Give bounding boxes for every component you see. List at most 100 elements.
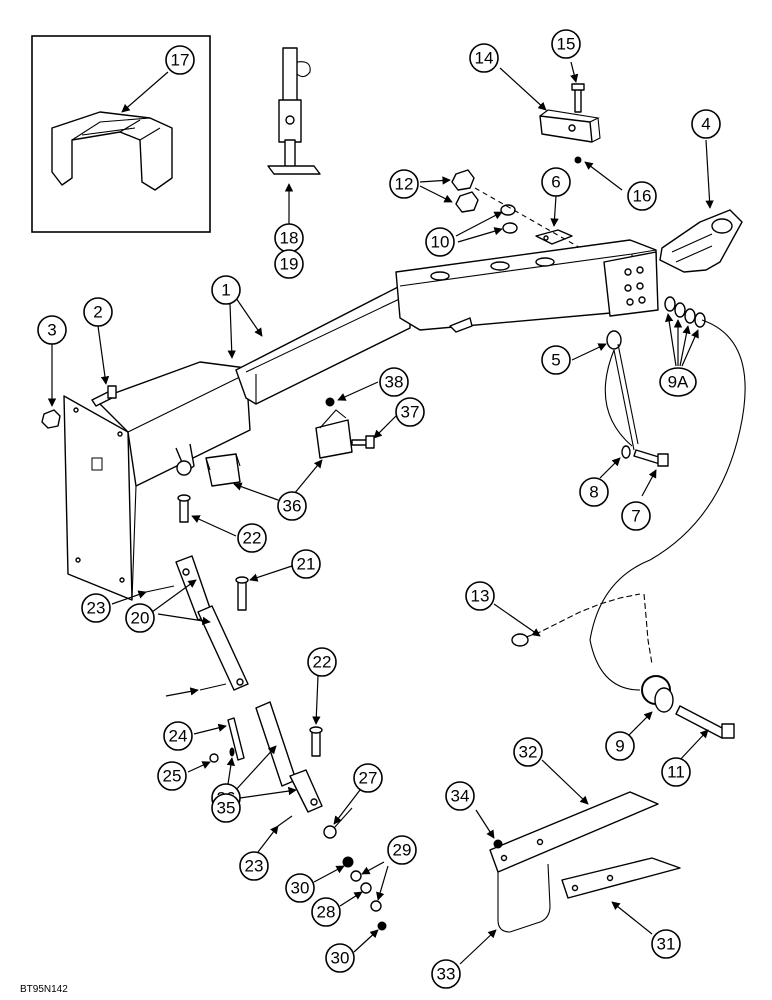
callout-3: 3 — [37, 315, 67, 345]
leader-12b — [419, 185, 453, 203]
callout-27: 27 — [353, 763, 383, 793]
callout-1: 1 — [211, 275, 241, 305]
svg-text:1: 1 — [221, 281, 230, 300]
part-3-nut — [41, 409, 61, 429]
leader-22a — [191, 515, 237, 537]
svg-text:22: 22 — [243, 529, 262, 548]
part-14-clevis — [539, 109, 601, 143]
leader-23a — [111, 590, 147, 605]
leader-9a-4 — [681, 329, 699, 367]
svg-text:21: 21 — [297, 555, 316, 574]
leader-4 — [705, 139, 714, 209]
leader-28 — [339, 891, 363, 907]
callout-30-b: 30 — [325, 943, 355, 973]
callout-33: 33 — [431, 959, 461, 989]
leader-14 — [499, 67, 547, 111]
leader-34 — [475, 809, 495, 839]
part-37-bolt — [351, 435, 375, 449]
leader-11 — [677, 729, 709, 763]
svg-text:23: 23 — [245, 857, 264, 876]
part-9-washer — [654, 687, 674, 713]
part-5-pin — [604, 330, 639, 451]
part-23-pin-b — [199, 683, 227, 691]
part-8-washer — [621, 445, 631, 459]
svg-text:20: 20 — [131, 609, 150, 628]
leader-20a — [151, 579, 197, 613]
svg-text:5: 5 — [551, 351, 560, 370]
callout-2: 2 — [83, 297, 113, 327]
leader-9 — [627, 711, 653, 737]
leader-7 — [641, 469, 657, 497]
leader-6 — [550, 195, 559, 227]
leader-17 — [121, 71, 169, 113]
svg-text:6: 6 — [551, 173, 560, 192]
callout-18: 18 — [274, 223, 304, 253]
part-33-ubolt — [497, 863, 551, 933]
leader-35b — [239, 786, 297, 799]
leader-38 — [337, 381, 379, 401]
callout-25: 25 — [157, 761, 187, 791]
chain-curve-9a — [589, 319, 746, 691]
part-7-bolt — [633, 449, 669, 467]
callout-17: 17 — [165, 45, 195, 75]
svg-text:34: 34 — [451, 787, 470, 806]
part-16-nut — [574, 156, 582, 164]
leader-15 — [570, 61, 579, 83]
svg-text:28: 28 — [317, 903, 336, 922]
svg-text:15: 15 — [557, 35, 576, 54]
svg-text:23: 23 — [87, 599, 106, 618]
callout-20: 20 — [125, 603, 155, 633]
dash-line-12 — [474, 187, 599, 259]
leader-36a — [233, 482, 279, 501]
part-30-nut-b — [377, 921, 387, 931]
callout-22-upper: 22 — [237, 523, 267, 553]
svg-text:12: 12 — [395, 175, 414, 194]
svg-text:9: 9 — [615, 737, 624, 756]
callout-34: 34 — [445, 781, 475, 811]
callout-22-lower: 22 — [307, 647, 337, 677]
leader-30a — [313, 865, 345, 883]
callout-23-c: 23 — [239, 851, 269, 881]
leader-30b — [353, 929, 379, 953]
callout-16: 16 — [627, 181, 657, 211]
leader-23b — [165, 687, 199, 697]
part-29-nut-b — [370, 900, 382, 912]
part-31-strap — [561, 857, 681, 899]
part-25-screw — [209, 753, 219, 763]
part-21-pin — [235, 576, 249, 611]
callout-11: 11 — [661, 757, 691, 787]
part-26-washer — [229, 747, 235, 757]
part-10-washers — [500, 204, 518, 234]
part-29-nut-a — [350, 870, 362, 882]
callout-19: 19 — [274, 249, 304, 279]
leader-13 — [493, 603, 541, 637]
leader-33 — [459, 929, 497, 965]
part-20-arms — [175, 555, 249, 691]
callout-21: 21 — [291, 549, 321, 579]
inset-frame — [31, 35, 211, 233]
part-22-pin-upper — [177, 494, 191, 523]
part-27-eyebolt — [323, 807, 353, 839]
svg-text:7: 7 — [631, 507, 640, 526]
leader-22b — [312, 675, 321, 725]
callout-31: 31 — [651, 929, 681, 959]
leader-24 — [193, 723, 227, 735]
callout-14: 14 — [469, 43, 499, 73]
callout-32: 32 — [513, 737, 543, 767]
svg-text:16: 16 — [633, 187, 652, 206]
callout-37: 37 — [395, 397, 425, 427]
leader-1a — [227, 303, 236, 359]
svg-text:14: 14 — [475, 49, 494, 68]
callout-9: 9 — [605, 731, 635, 761]
callout-15: 15 — [551, 29, 581, 59]
callout-8: 8 — [579, 477, 609, 507]
callout-35: 35 — [211, 793, 241, 823]
svg-text:24: 24 — [169, 727, 188, 746]
leader-25 — [187, 761, 211, 773]
callout-24: 24 — [163, 721, 193, 751]
callout-12: 12 — [389, 169, 419, 199]
leader-12a — [419, 176, 451, 185]
leader-9a-1 — [664, 313, 677, 367]
svg-text:3: 3 — [47, 321, 56, 340]
svg-text:32: 32 — [519, 743, 538, 762]
